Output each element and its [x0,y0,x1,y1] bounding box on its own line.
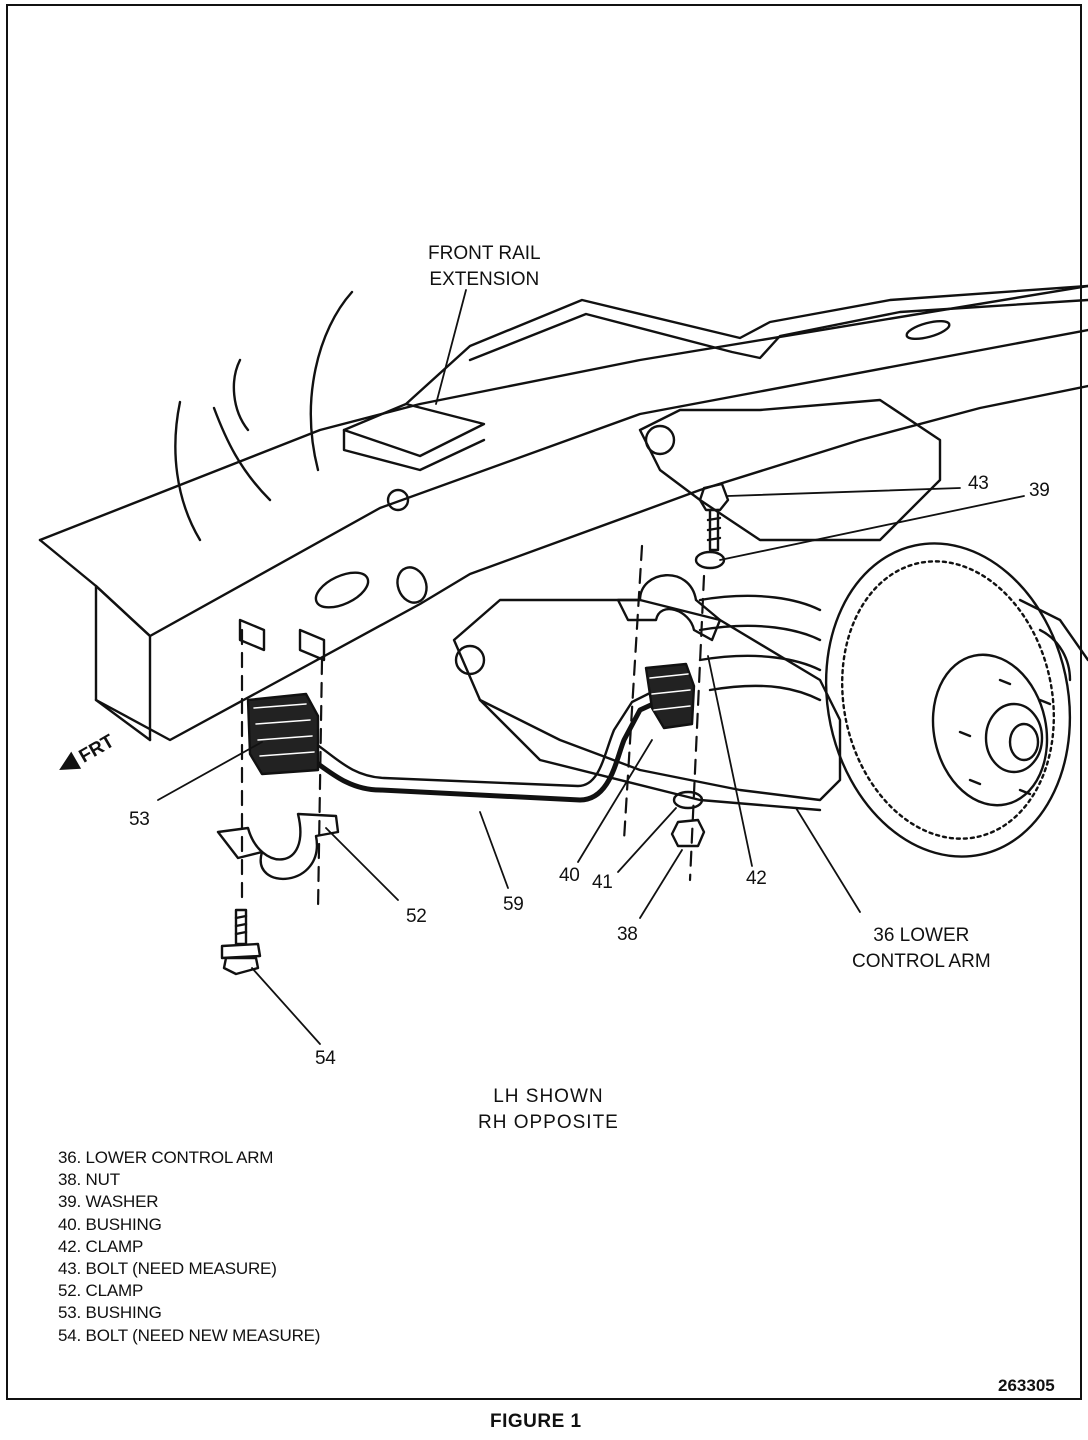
front-rail-heading-line1: FRONT RAIL [428,243,541,264]
coil-spring [698,594,822,702]
figure-id: 263305 [998,1376,1055,1395]
figure-frame [6,4,1082,1400]
frame-rail [38,384,1088,742]
bolt-54 [220,908,262,976]
legend-item: 36. LOWER CONTROL ARM [58,1148,274,1167]
front-rail-heading: FRONT RAIL EXTENSION [428,241,541,293]
lower-control-arm-heading-line2: CONTROL ARM [852,951,991,972]
callout-59: 59 [503,894,524,915]
callout-42: 42 [746,868,767,889]
wheel-well-outline [174,290,354,542]
callout-41: 41 [592,872,613,893]
legend-item: 54. BOLT (NEED NEW MEASURE) [58,1325,321,1345]
legend-item: 43. BOLT (NEED MEASURE) [58,1259,277,1279]
wheel-hub [931,653,1049,807]
legend-item: 39. WASHER [58,1192,159,1212]
parts-legend: 36. LOWER CONTROL ARM 38. NUT 39. WASHER… [58,1147,320,1347]
figure-caption: FIGURE 1 [490,1411,582,1432]
callout-40: 40 [559,865,580,886]
bolt-43 [698,482,730,552]
lower-control-arm-heading: 36 LOWER CONTROL ARM [852,923,991,975]
legend-item: 38. NUT [58,1170,120,1190]
front-rail-heading-line2: EXTENSION [429,269,540,290]
view-note-line2: RH OPPOSITE [478,1112,619,1133]
callout-39: 39 [1029,480,1050,501]
brake-rotor [824,542,1072,858]
lower-control-arm-heading-line1: 36 LOWER [873,925,970,946]
view-note-line1: LH SHOWN [493,1086,604,1107]
callout-52: 52 [406,906,427,927]
view-note: LH SHOWN RH OPPOSITE [478,1084,619,1136]
legend-item: 40. BUSHING [58,1214,162,1234]
nut-38 [670,818,706,848]
stabilizer-shaft [287,695,669,803]
legend-item: 52. CLAMP [58,1281,144,1301]
legend-item: 42. CLAMP [58,1236,144,1256]
callout-43: 43 [968,473,989,494]
clamp-42 [616,574,722,642]
legend-item: 53. BUSHING [58,1303,162,1323]
bushing-40 [644,662,696,730]
clamp-52 [216,812,340,881]
upper-control-arm [638,398,942,542]
callout-53: 53 [129,809,150,830]
callout-38: 38 [617,924,638,945]
front-rail-extension [342,284,1088,458]
lower-control-arm [452,598,842,802]
bushing-53 [246,692,320,776]
callout-54: 54 [315,1048,336,1069]
washer-41 [672,790,704,810]
